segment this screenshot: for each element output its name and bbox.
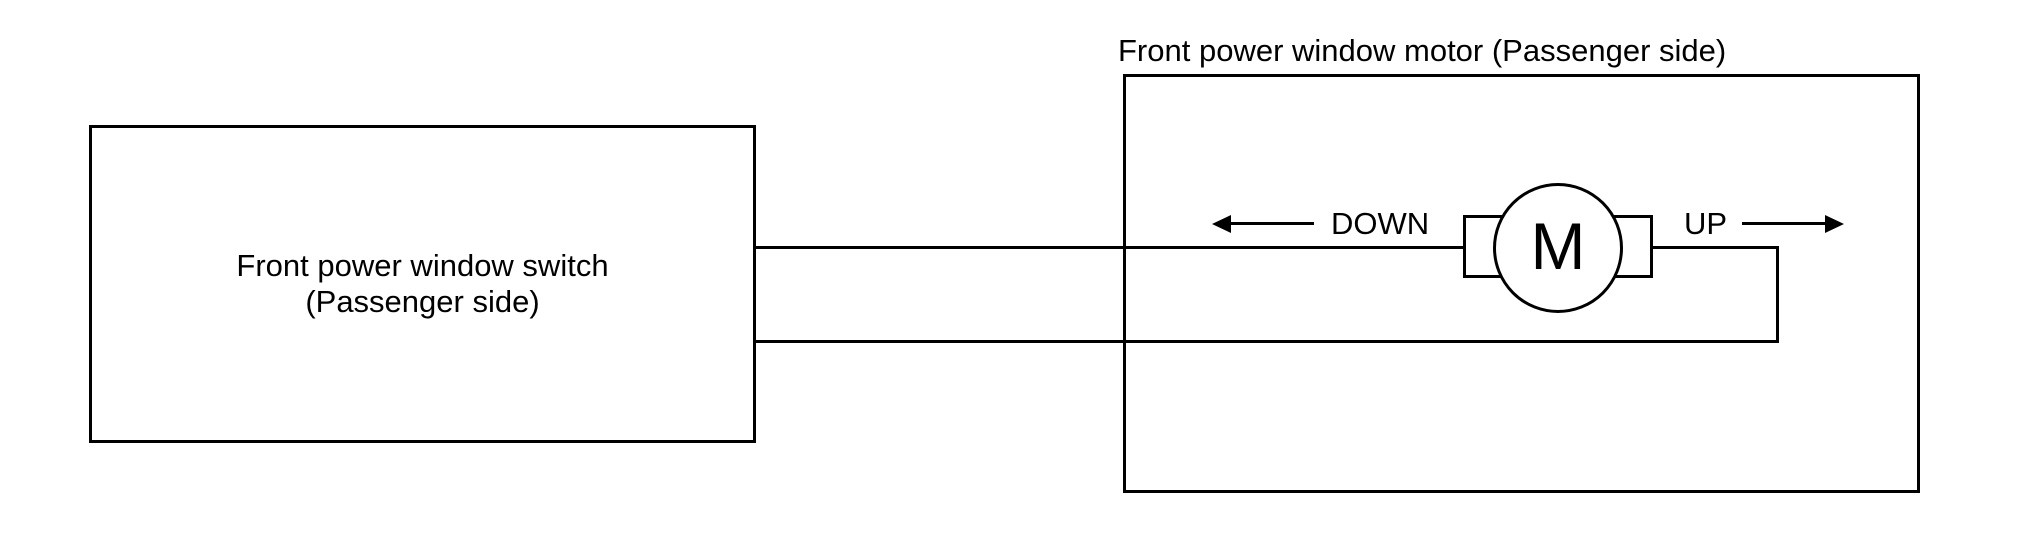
- switch-box-label-line2: (Passenger side): [305, 284, 540, 319]
- switch-box-label: Front power window switch (Passenger sid…: [236, 248, 608, 320]
- motor-symbol-letter: M: [1530, 209, 1586, 283]
- down-arrow-shaft: [1228, 222, 1314, 225]
- up-arrow-shaft: [1742, 222, 1827, 225]
- wire-loop-vertical: [1776, 246, 1779, 343]
- motor-symbol: M: [1493, 183, 1623, 313]
- down-arrow-icon: [1212, 215, 1231, 233]
- wire-upper: [756, 246, 1463, 249]
- switch-box-label-line1: Front power window switch: [236, 248, 609, 283]
- down-label: DOWN: [1331, 206, 1430, 241]
- up-label: UP: [1684, 206, 1728, 241]
- wire-motor-right: [1653, 246, 1779, 249]
- switch-box: Front power window switch (Passenger sid…: [89, 125, 756, 443]
- motor-box-title: Front power window motor (Passenger side…: [1118, 33, 1727, 68]
- up-arrow-icon: [1825, 215, 1844, 233]
- wire-lower: [756, 340, 1779, 343]
